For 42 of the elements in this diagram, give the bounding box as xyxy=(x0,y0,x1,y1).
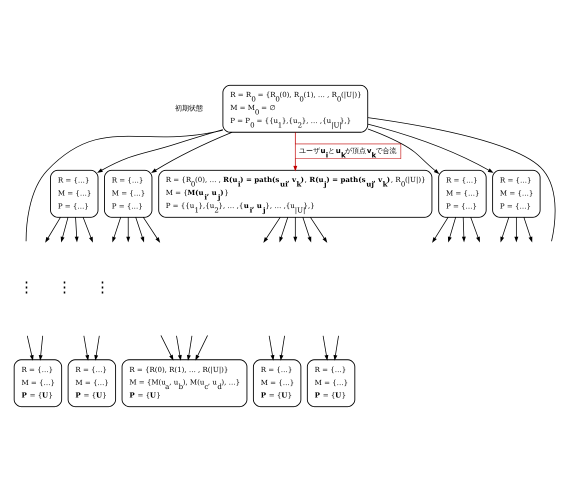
label: ⋮ xyxy=(18,278,34,296)
arrow xyxy=(186,334,192,360)
arrow xyxy=(142,216,160,242)
arrow xyxy=(97,128,224,172)
connector xyxy=(367,116,556,242)
arrow xyxy=(151,131,232,173)
arrow xyxy=(26,334,34,360)
arrow xyxy=(432,216,448,242)
arrow xyxy=(448,216,456,242)
arrow xyxy=(45,216,61,242)
arrow xyxy=(470,216,480,242)
arrow xyxy=(322,334,328,360)
arrow xyxy=(368,128,440,174)
arrow xyxy=(293,131,298,171)
arrow xyxy=(112,216,122,242)
arrow xyxy=(38,334,44,360)
arrow xyxy=(280,334,285,360)
arrow xyxy=(268,334,274,360)
arrow xyxy=(74,216,79,242)
arrow xyxy=(279,216,288,242)
arrow xyxy=(524,216,532,242)
arrow xyxy=(94,334,100,360)
arrow xyxy=(60,216,68,242)
arrow xyxy=(176,334,182,360)
arrow xyxy=(135,216,144,242)
arrow xyxy=(126,216,130,242)
arrow xyxy=(310,216,328,242)
arrow xyxy=(334,334,339,360)
label: ⋮ xyxy=(56,278,72,296)
label: ⋮ xyxy=(95,278,110,296)
arrow xyxy=(160,334,174,360)
arrow xyxy=(367,123,494,172)
arrow xyxy=(84,334,90,360)
arrow xyxy=(82,216,93,242)
arrow xyxy=(500,216,510,242)
arrow xyxy=(263,216,281,242)
arrow xyxy=(293,216,298,242)
connector xyxy=(26,129,224,242)
arrow xyxy=(302,216,312,242)
arrow xyxy=(514,216,518,242)
arrow xyxy=(195,334,208,360)
arrow xyxy=(462,216,466,242)
